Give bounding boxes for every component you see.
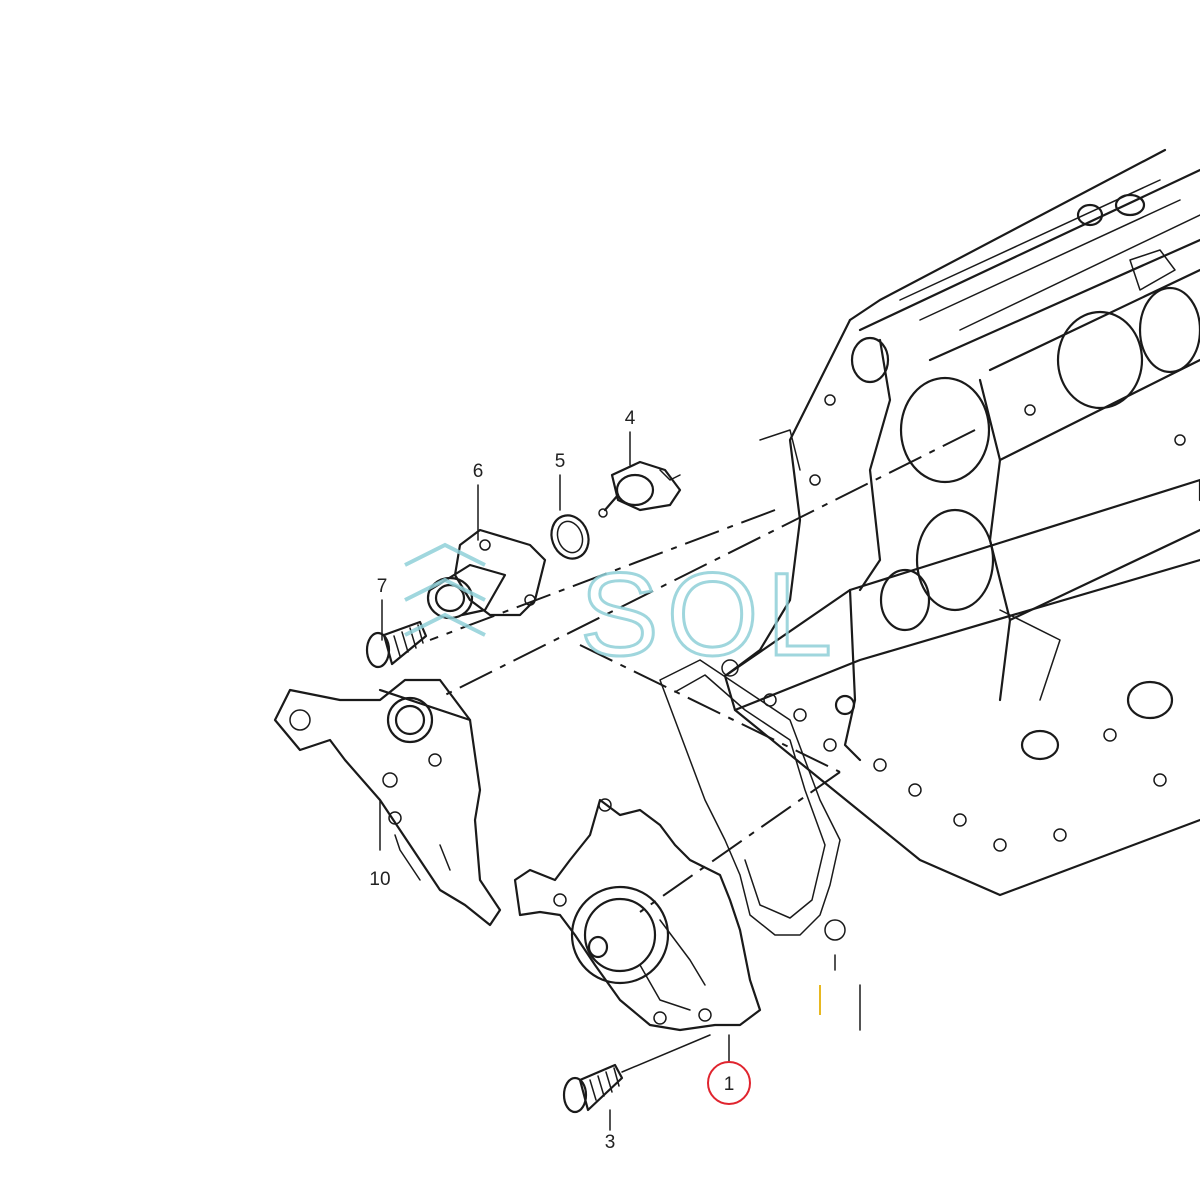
callout-3: 3 (605, 1132, 616, 1153)
callout-1: 1 (724, 1074, 735, 1095)
thermostat (598, 460, 682, 518)
o-ring (550, 514, 590, 560)
leader-lines (379, 431, 836, 1131)
callout-7: 7 (377, 576, 388, 597)
callout-labels: 4 5 6 7 10 3 1 (369, 408, 751, 1153)
pump-bolt (562, 1034, 711, 1114)
housing-bolt (365, 620, 428, 669)
callout-10: 10 (369, 869, 390, 890)
watermark: SOL (404, 542, 840, 683)
engine-block (723, 148, 1200, 897)
highlight-circle (707, 1061, 751, 1105)
watermark-logo-icon (404, 542, 486, 637)
water-pump-assembly (513, 659, 846, 1032)
callout-6: 6 (473, 461, 484, 482)
callout-4: 4 (625, 408, 636, 429)
bracket-cover (273, 678, 502, 927)
watermark-text: SOL (580, 549, 840, 681)
callout-5: 5 (555, 451, 566, 472)
alignment-lines (429, 429, 976, 913)
